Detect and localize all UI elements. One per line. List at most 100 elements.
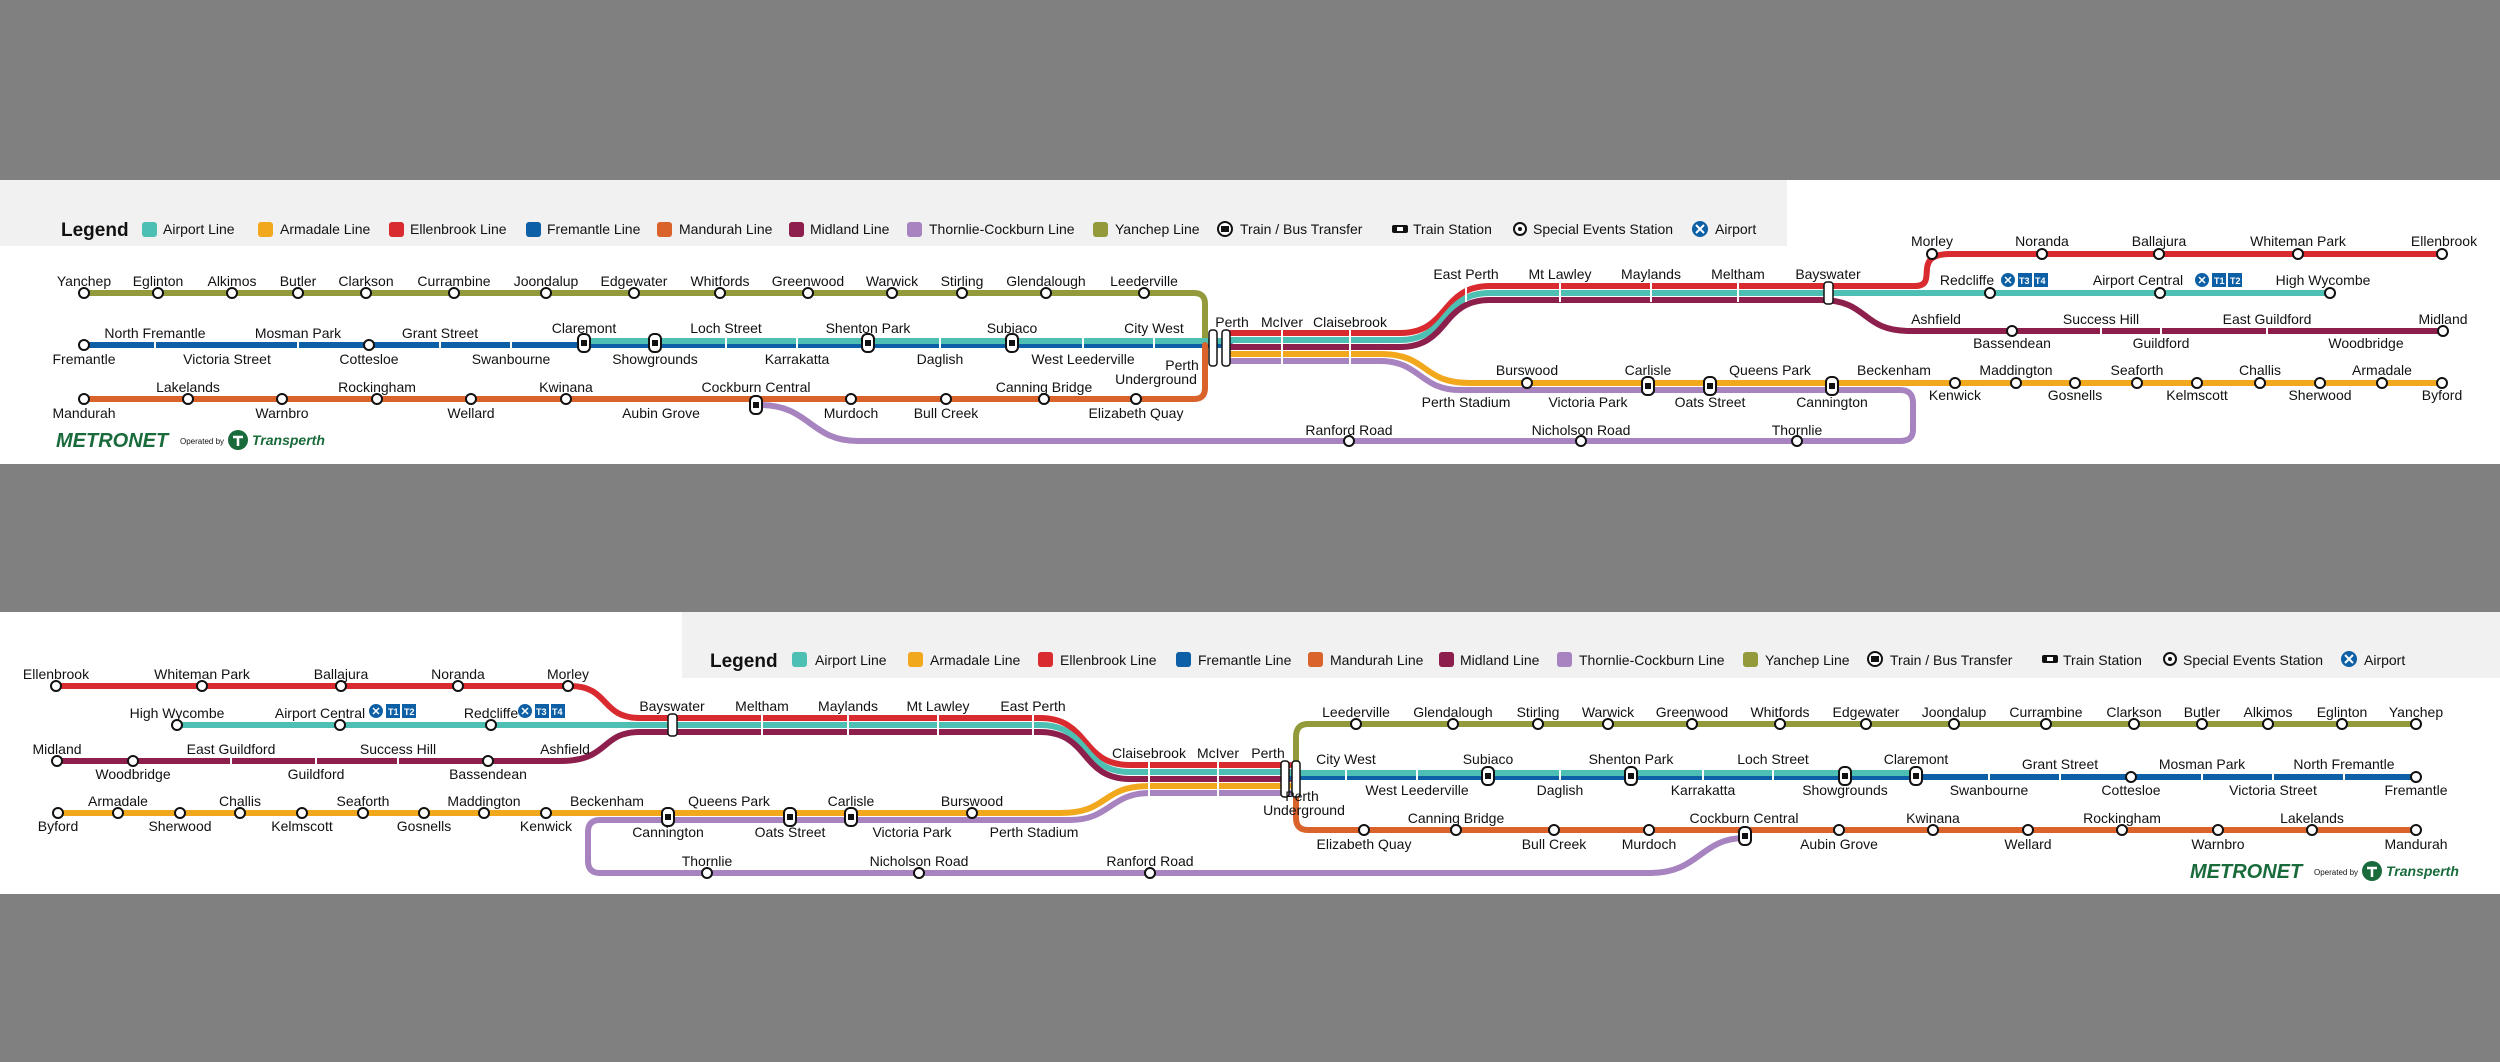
station-marker <box>452 680 464 692</box>
station-markers <box>50 248 2449 879</box>
station-marker <box>418 807 430 819</box>
station-label: Maylands <box>818 698 878 714</box>
station-label: Thornlie <box>1772 422 1823 438</box>
station-label: Karrakatta <box>765 351 830 367</box>
station-label: Bayswater <box>1795 266 1861 282</box>
station-label: Greenwood <box>772 273 844 289</box>
station-marker <box>2262 718 2274 730</box>
brand-top: METRONET Operated by Transperth <box>56 430 325 452</box>
transfer-marker-bus <box>1645 383 1651 389</box>
station-label: Bull Creek <box>1522 836 1588 852</box>
station-label: Nicholson Road <box>870 853 969 869</box>
transfer-marker-bus <box>1628 773 1634 779</box>
station-marker <box>234 807 246 819</box>
station-label: Grant Street <box>402 325 478 341</box>
transfer-icon <box>1867 651 1883 667</box>
station-marker <box>335 680 347 692</box>
station-label: Ranford Road <box>1106 853 1193 869</box>
station-marker <box>2410 718 2422 730</box>
station-marker <box>2036 248 2048 260</box>
station-marker <box>2125 771 2137 783</box>
station-label: Ashfield <box>540 741 590 757</box>
station-marker <box>2254 377 2266 389</box>
svg-text:T2: T2 <box>404 707 415 717</box>
station-marker <box>2153 248 2165 260</box>
svg-text:Train / Bus Transfer: Train / Bus Transfer <box>1240 221 1363 237</box>
station-label: Subiaco <box>1463 751 1514 767</box>
station-label: Daglish <box>917 351 964 367</box>
svg-text:Thornlie-Cockburn Line: Thornlie-Cockburn Line <box>929 221 1075 237</box>
station-label: Mandurah <box>2384 836 2447 852</box>
station-marker <box>886 287 898 299</box>
svg-text:Ellenbrook Line: Ellenbrook Line <box>1060 652 1157 668</box>
station-marker <box>1521 377 1533 389</box>
station-label: Morley <box>1911 233 1953 249</box>
station-label: City West <box>1316 751 1376 767</box>
station-label: Meltham <box>735 698 789 714</box>
station-marker <box>714 287 726 299</box>
legend-bottom: Legend Airport Line Armadale Line Ellenb… <box>710 651 2405 672</box>
armadale-line-swatch <box>258 222 273 237</box>
svg-text:T1: T1 <box>2214 276 2225 286</box>
lines-bottom <box>53 683 2419 876</box>
station-label: Guildford <box>288 766 345 782</box>
station-marker <box>363 339 375 351</box>
station-label: Nicholson Road <box>1532 422 1631 438</box>
station-label: Oats Street <box>755 824 826 840</box>
station-label: Gosnells <box>2048 387 2102 403</box>
station-label: Claremont <box>1884 751 1949 767</box>
station-label: Sherwood <box>2288 387 2351 403</box>
station-label: Queens Park <box>688 793 771 809</box>
transfer-marker-bus <box>753 402 759 408</box>
station-label: Elizabeth Quay <box>1317 836 1412 852</box>
airport-icon <box>2195 273 2209 287</box>
station-label: Meltham <box>1711 266 1765 282</box>
transfer-marker-bus <box>1485 773 1491 779</box>
station-marker <box>1949 377 1961 389</box>
svg-text:Airport Line: Airport Line <box>163 221 235 237</box>
station-label: Lakelands <box>156 379 220 395</box>
legend-item-airport-icon: Airport <box>1692 221 1756 237</box>
station-marker <box>2040 718 2052 730</box>
station-label: Greenwood <box>1656 704 1728 720</box>
transfer-marker-bus <box>1913 773 1919 779</box>
station-label: Underground <box>1263 802 1345 818</box>
station-label: Whitfords <box>1750 704 1809 720</box>
station-label: Carlisle <box>828 793 875 809</box>
station-label: Bayswater <box>639 698 705 714</box>
station-marker <box>2069 377 2081 389</box>
legend-item-special: Special Events Station <box>2163 652 2323 668</box>
station-label: Ballajura <box>2132 233 2187 249</box>
station-marker <box>1358 824 1370 836</box>
svg-text:T3: T3 <box>2019 276 2030 286</box>
yanchep-line <box>81 290 1208 348</box>
airport-line <box>174 722 1293 775</box>
svg-text:Midland Line: Midland Line <box>1460 652 1540 668</box>
station-label: Edgewater <box>1833 704 1900 720</box>
legend-item-special: Special Events Station <box>1513 221 1673 237</box>
station-label: Stirling <box>1517 704 1560 720</box>
ellenbrook-line-swatch <box>389 222 404 237</box>
station-marker <box>701 867 713 879</box>
station-marker <box>1450 824 1462 836</box>
station-label: Cannington <box>632 824 704 840</box>
station-label: Warwick <box>1582 704 1635 720</box>
svg-text:Train Station: Train Station <box>2063 652 2142 668</box>
yanchep-line <box>1293 721 2419 781</box>
station-label: East Perth <box>1433 266 1498 282</box>
transfer-marker-bus <box>787 814 793 820</box>
svg-text:Yanchep Line: Yanchep Line <box>1115 221 1200 237</box>
station-marker <box>940 393 952 405</box>
station-label: Whitfords <box>690 273 749 289</box>
station-label: Fremantle <box>2384 782 2447 798</box>
midland-line <box>1227 297 2445 350</box>
svg-text:Operated by: Operated by <box>2314 868 2358 877</box>
station-marker <box>2410 771 2422 783</box>
station-label: Ranford Road <box>1305 422 1392 438</box>
svg-text:Operated by: Operated by <box>180 437 224 446</box>
station-label: Showgrounds <box>612 351 698 367</box>
station-marker <box>276 393 288 405</box>
station-marker <box>1860 718 1872 730</box>
station-label: City West <box>1124 320 1184 336</box>
midland-line-swatch <box>1439 652 1454 667</box>
